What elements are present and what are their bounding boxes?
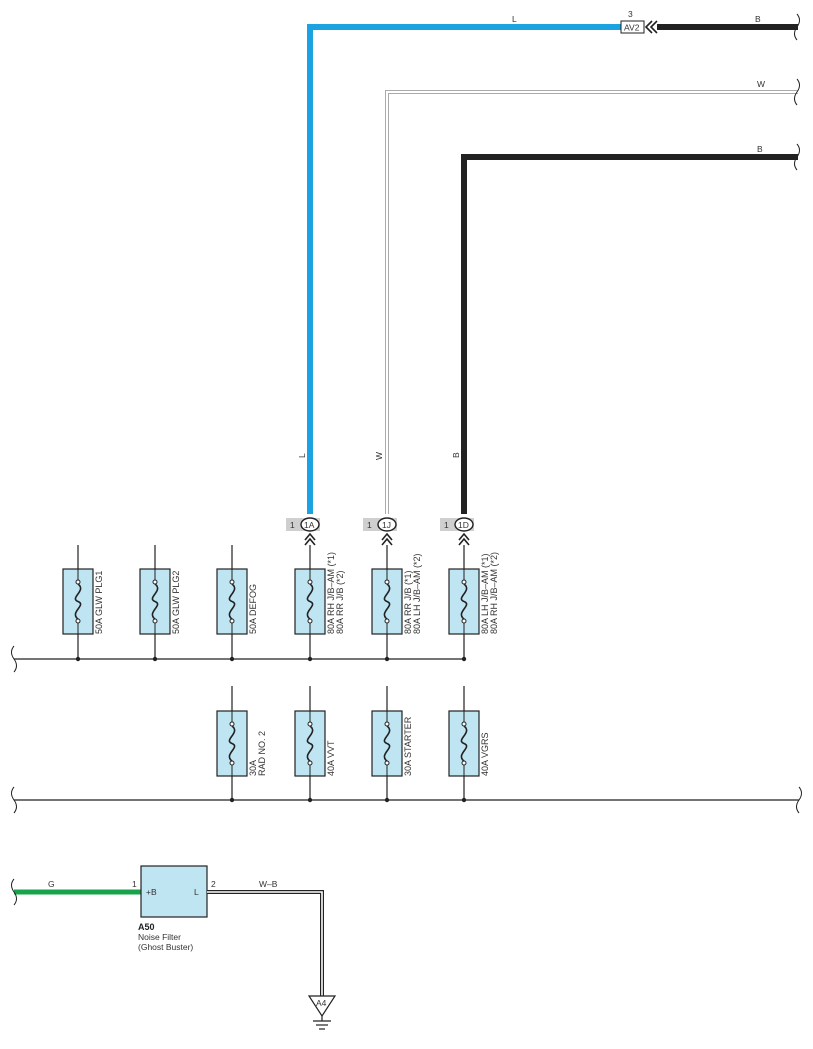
av2-pin: 3 — [628, 9, 633, 19]
fuse-row2-1: 40A VVT — [294, 686, 336, 803]
break-mark-bus1 — [11, 645, 17, 673]
fuse-label: 80A RH J/B–AM (*1) — [326, 552, 336, 634]
fuse-label-2: 80A LH J/B–AM (*2) — [412, 553, 422, 634]
svg-text:1: 1 — [367, 520, 372, 530]
fuse-label-2: 80A RH J/B–AM (*2) — [489, 552, 499, 634]
fuse-label: 30A — [248, 760, 258, 776]
av2-connector — [620, 20, 645, 34]
fuse-row2-3: 40A VGRS — [448, 686, 490, 803]
fuse-row1-0: 50A GLW PLG1 — [62, 545, 104, 662]
connector-1D: 1 1D — [440, 517, 474, 532]
svg-text:1J: 1J — [382, 520, 391, 530]
svg-text:1: 1 — [444, 520, 449, 530]
fuse-label: 50A DEFOG — [248, 584, 258, 634]
wire-WB-outer — [207, 890, 324, 996]
noise-filter-term-out: L — [194, 887, 199, 897]
connector-chevrons — [304, 532, 470, 546]
fuse-label: 40A VGRS — [480, 732, 490, 776]
wire-B-second-label: B — [757, 144, 763, 154]
fuse-row1-4: 80A RR J/B (*1)80A LH J/B–AM (*2) — [371, 545, 422, 662]
fuse-label-2: RAD NO. 2 — [257, 731, 267, 776]
noise-filter-pin-out: 2 — [211, 879, 216, 889]
noise-filter-box — [140, 865, 208, 918]
fuse-label: 80A RR J/B (*1) — [403, 570, 413, 634]
wire-L-top-label: L — [512, 14, 517, 24]
wire-W-top-label: W — [757, 79, 765, 89]
av2-label: AV2 — [624, 23, 640, 33]
break-mark-w — [794, 78, 800, 106]
fuse-row1-5: 80A LH J/B–AM (*1)80A RH J/B–AM (*2) — [448, 545, 499, 662]
fuse-row-1: 50A GLW PLG1 50A GLW PLG2 50A DEFOG 80A RH … — [62, 545, 499, 662]
svg-text:1: 1 — [290, 520, 295, 530]
noise-filter-name: Noise Filter — [138, 932, 181, 942]
noise-filter-code: A50 — [138, 922, 155, 932]
ground-triangle — [307, 995, 337, 1018]
fuse-label: 30A STARTER — [403, 716, 413, 776]
fuse-label: 80A LH J/B–AM (*1) — [480, 553, 490, 634]
wire-B-vertical-label: B — [451, 452, 461, 458]
connector-1A: 1 1A — [286, 517, 320, 532]
ground-label: A4 — [316, 998, 327, 1008]
svg-text:1A: 1A — [304, 520, 315, 530]
fuse-label-2: 80A RR J/B (*2) — [335, 570, 345, 634]
wire-WB-inner — [207, 891, 323, 996]
wire-G-label: G — [48, 879, 55, 889]
break-mark-bus2-right — [796, 786, 802, 814]
noise-filter-term-in: +B — [146, 887, 157, 897]
av2-chevrons — [644, 20, 658, 34]
noise-filter-subname: (Ghost Buster) — [138, 942, 193, 952]
wire-B-top-label: B — [755, 14, 761, 24]
break-mark-b — [794, 143, 800, 171]
wire-W-inner — [386, 91, 798, 514]
wire-WB-label: W–B — [259, 879, 278, 889]
fuse-row1-3: 80A RH J/B–AM (*1)80A RR J/B (*2) — [294, 545, 345, 662]
svg-text:1D: 1D — [458, 520, 469, 530]
break-mark-bus2-left — [11, 786, 17, 814]
fuse-label: 40A VVT — [326, 740, 336, 776]
wire-B-second — [461, 154, 798, 514]
break-mark-top — [794, 13, 800, 41]
noise-filter-pin-in: 1 — [132, 879, 137, 889]
fuse-label: 50A GLW PLG2 — [171, 571, 181, 634]
wire-W-vertical-label: W — [374, 452, 384, 460]
connector-1J: 1 1J — [363, 517, 397, 532]
fuse-row2-2: 30A STARTER — [371, 686, 413, 803]
fuse-label: 50A GLW PLG1 — [94, 571, 104, 634]
fuse-row1-2: 50A DEFOG — [216, 545, 258, 662]
wire-L — [307, 24, 622, 514]
wire-L-vertical-label: L — [297, 453, 307, 458]
fuse-row1-1: 50A GLW PLG2 — [139, 545, 181, 662]
break-mark-g — [11, 878, 17, 906]
